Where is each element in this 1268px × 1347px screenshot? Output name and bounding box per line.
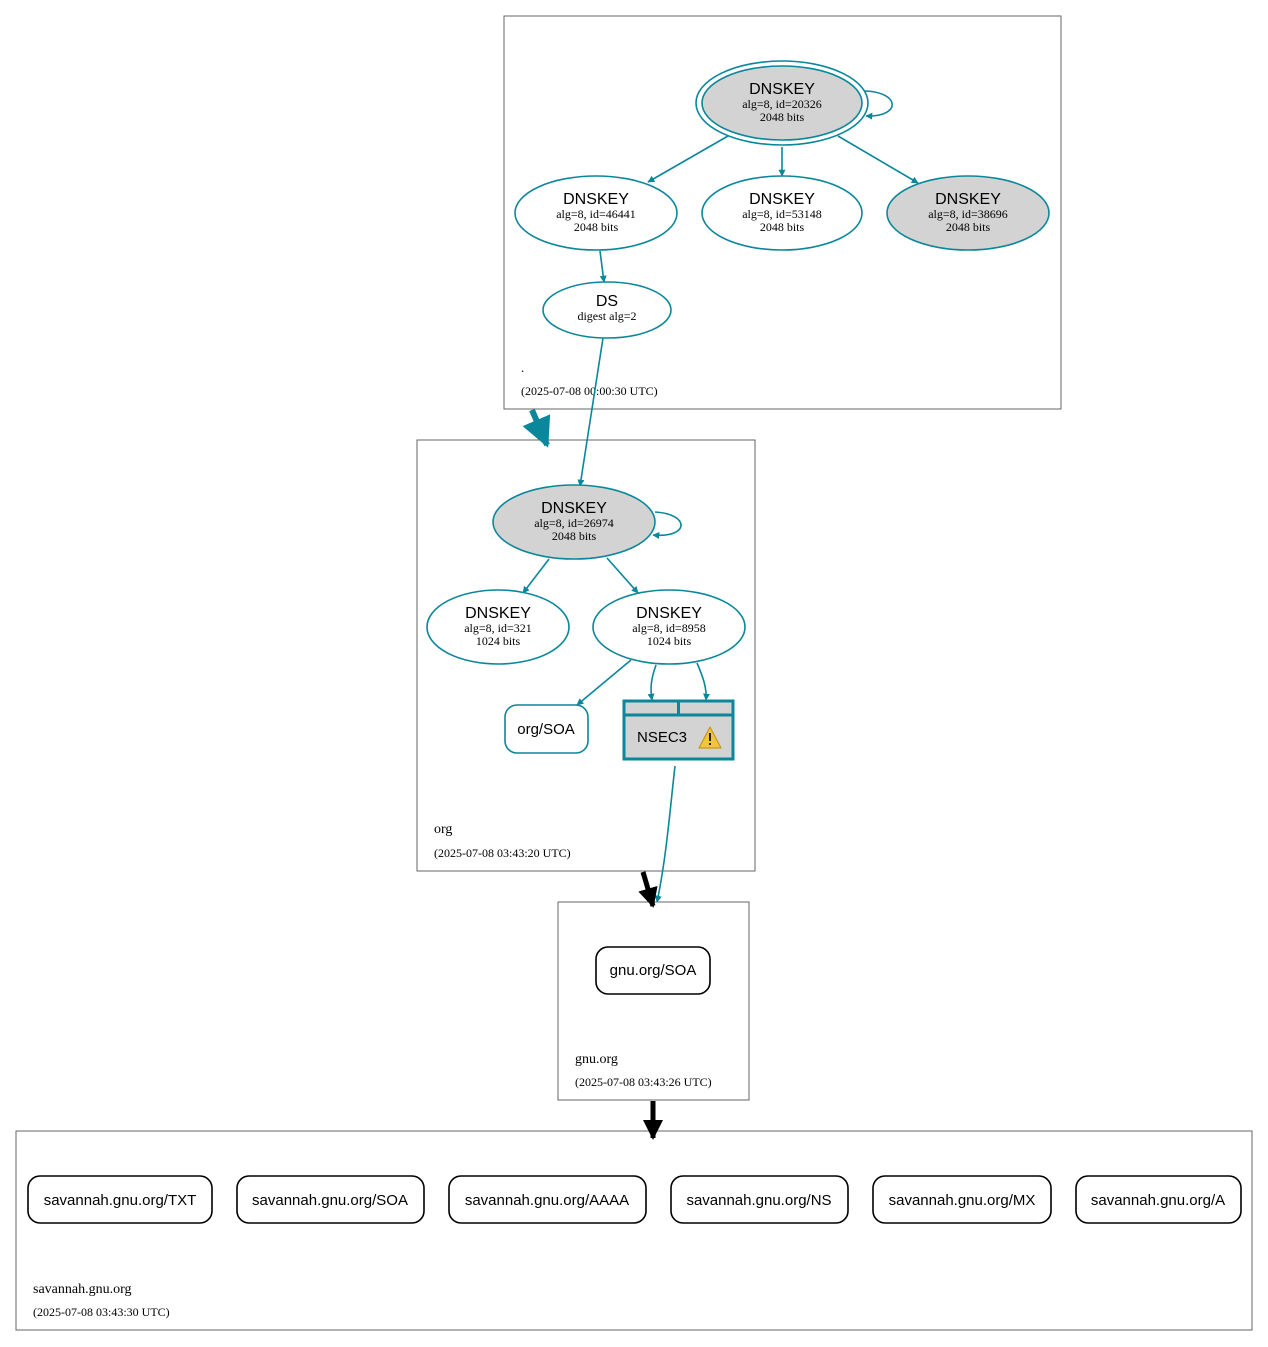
zone-org: org (2025-07-08 03:43:20 UTC) [416,439,756,872]
warning-triangle-icon [698,726,722,749]
zone-gnu-timestamp: (2025-07-08 03:43:26 UTC) [575,1075,712,1089]
delegation-root-to-org [522,408,551,448]
dnskey-alg-id: alg=8, id=321 [464,621,532,635]
edge-org-ksk-to-321 [522,558,550,594]
savannah-aaaa-label: savannah.gnu.org/AAAA [465,1192,629,1209]
dnskey-alg-id: alg=8, id=53148 [742,207,822,221]
dnskey-org-321[interactable]: DNSKEY alg=8, id=321 1024 bits [426,589,570,665]
dnskey-bits: 1024 bits [647,634,692,648]
zone-gnu: gnu.org (2025-07-08 03:43:26 UTC) [557,901,750,1101]
savannah-mx-record[interactable]: savannah.gnu.org/MX [872,1175,1052,1224]
savannah-ns-label: savannah.gnu.org/NS [686,1192,831,1209]
edge-nsec3-to-gnu [654,765,676,903]
dnskey-alg-id: alg=8, id=38696 [928,207,1008,221]
savannah-a-record[interactable]: savannah.gnu.org/A [1075,1175,1242,1224]
zone-root-timestamp: (2025-07-08 00:00:30 UTC) [521,384,658,398]
dnskey-alg-id: alg=8, id=20326 [742,97,822,111]
ds-digest-alg: digest alg=2 [577,309,636,323]
edge-org-ksk-self [652,511,682,539]
dnskey-title: DNSKEY [465,605,531,622]
savannah-ns-record[interactable]: savannah.gnu.org/NS [670,1175,849,1224]
nsec3-label: NSEC3 [637,729,687,746]
dnskey-root-46441[interactable]: DNSKEY alg=8, id=46441 2048 bits [514,175,678,251]
savannah-txt-record[interactable]: savannah.gnu.org/TXT [27,1175,213,1224]
savannah-soa-record[interactable]: savannah.gnu.org/SOA [236,1175,425,1224]
gnu-soa-label: gnu.org/SOA [610,962,697,979]
dnskey-bits: 2048 bits [760,110,805,124]
edge-46441-to-ds [599,250,607,283]
ds-title: DS [596,293,618,310]
zone-savannah-name: savannah.gnu.org [33,1282,132,1297]
edge-ds-to-org-ksk [577,337,604,487]
zone-savannah: savannah.gnu.org (2025-07-08 03:43:30 UT… [15,1130,1253,1331]
edge-8958-to-org-soa [576,659,632,706]
savannah-aaaa-record[interactable]: savannah.gnu.org/AAAA [448,1175,647,1224]
org-soa-label: org/SOA [517,721,575,738]
savannah-a-label: savannah.gnu.org/A [1091,1192,1225,1209]
edge-8958-to-nsec3-a [647,664,657,701]
dnskey-alg-id: alg=8, id=46441 [556,207,636,221]
dnskey-org-8958[interactable]: DNSKEY alg=8, id=8958 1024 bits [592,589,746,665]
dnskey-title: DNSKEY [935,191,1001,208]
org-soa-record[interactable]: org/SOA [504,704,589,754]
dnskey-bits: 1024 bits [476,634,521,648]
dnskey-bits: 2048 bits [574,220,619,234]
nsec3-record[interactable]: NSEC3 [622,699,735,761]
dnskey-root-38696[interactable]: DNSKEY alg=8, id=38696 2048 bits [886,175,1050,251]
savannah-soa-label: savannah.gnu.org/SOA [252,1192,408,1209]
zone-org-name: org [434,822,452,837]
savannah-txt-label: savannah.gnu.org/TXT [44,1192,197,1209]
dnskey-title: DNSKEY [541,500,607,517]
zone-gnu-name: gnu.org [575,1052,618,1067]
savannah-mx-label: savannah.gnu.org/MX [889,1192,1036,1209]
zone-savannah-timestamp: (2025-07-08 03:43:30 UTC) [33,1305,170,1319]
dnskey-title: DNSKEY [749,191,815,208]
delegation-org-to-gnu [638,871,658,908]
zone-root: . (2025-07-08 00:00:30 UTC) [503,15,1062,410]
dnskey-alg-id: alg=8, id=26974 [534,516,614,530]
dnskey-org-26974[interactable]: DNSKEY alg=8, id=26974 2048 bits [492,484,656,560]
zone-org-timestamp: (2025-07-08 03:43:20 UTC) [434,846,571,860]
dnskey-bits: 2048 bits [946,220,991,234]
edge-org-ksk-to-8958 [606,557,639,594]
dnskey-root-53148[interactable]: DNSKEY alg=8, id=53148 2048 bits [701,175,863,251]
dnskey-bits: 2048 bits [552,529,597,543]
edge-root-ksk-to-46441 [647,135,729,183]
gnu-soa-record[interactable]: gnu.org/SOA [595,946,711,995]
dnskey-root-20326[interactable]: DNSKEY alg=8, id=20326 2048 bits [695,60,869,146]
dnskey-title: DNSKEY [563,191,629,208]
dnskey-title: DNSKEY [749,81,815,98]
ds-record[interactable]: DS digest alg=2 [542,281,672,339]
dnskey-title: DNSKEY [636,605,702,622]
edge-8958-to-nsec3-b [696,662,711,701]
delegation-edges [522,408,663,1140]
edge-root-ksk-to-38696 [837,135,919,184]
zone-root-name: . [521,360,524,375]
edge-root-ksk-self [864,90,893,120]
edges [522,90,919,903]
dnskey-bits: 2048 bits [760,220,805,234]
dnskey-alg-id: alg=8, id=8958 [632,621,706,635]
